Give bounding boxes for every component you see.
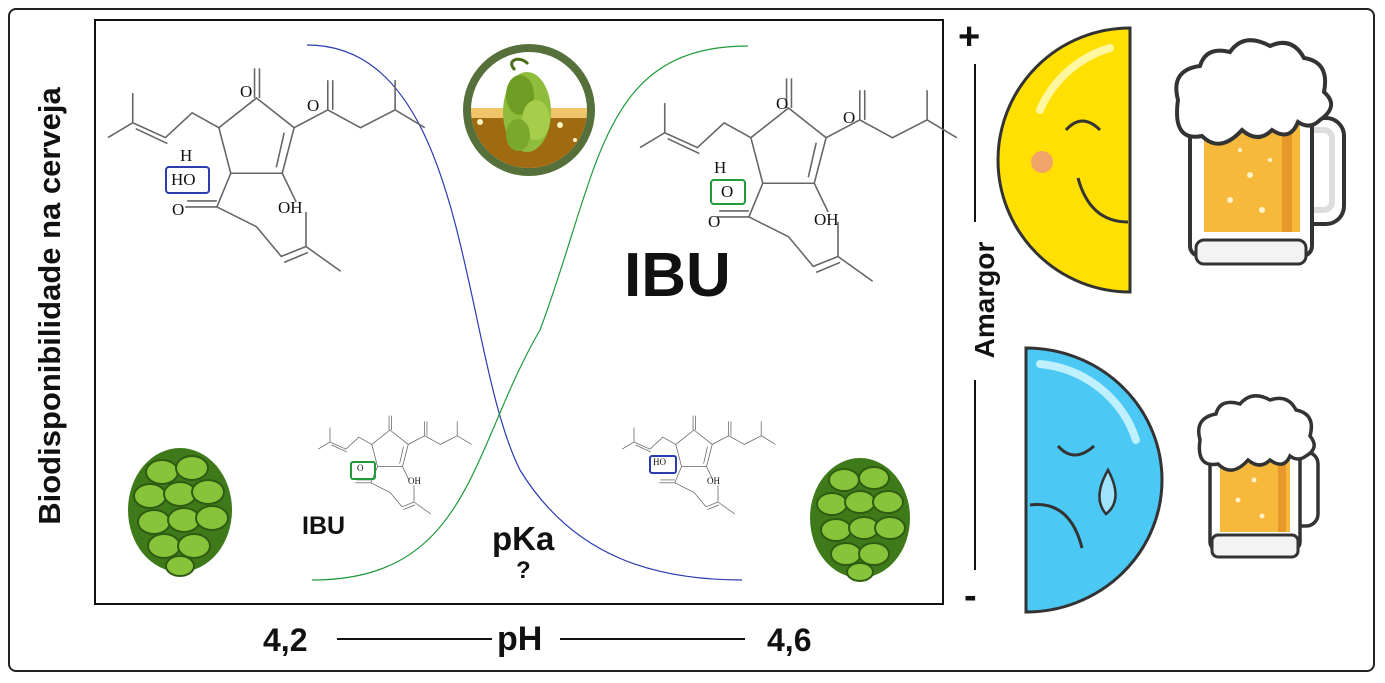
molecule-small-left bbox=[317, 415, 472, 515]
ibu-label-small: IBU bbox=[302, 512, 346, 540]
minus-sign: - bbox=[964, 575, 977, 617]
hop-beer-circle-icon bbox=[463, 44, 595, 176]
hop-cone-right-icon bbox=[810, 458, 910, 582]
atom-o-right-top: O bbox=[776, 94, 789, 113]
atom-oh-left: OH bbox=[278, 198, 303, 217]
figure-frame bbox=[8, 8, 1375, 672]
ph-value-left: 4,2 bbox=[263, 622, 308, 658]
atom-oh-small-left: OH bbox=[408, 476, 421, 486]
ph-value-right: 4,6 bbox=[767, 622, 812, 658]
molecule-small-right bbox=[621, 415, 776, 515]
molecule-left-large bbox=[107, 67, 426, 273]
green-curve bbox=[311, 45, 749, 581]
atom-ominus-right: O bbox=[721, 182, 734, 201]
amargor-label: Amargor bbox=[969, 241, 1000, 359]
ho-highlight-left bbox=[165, 166, 210, 194]
pka-question: ? bbox=[516, 557, 531, 584]
happy-face-icon bbox=[996, 26, 1132, 294]
plus-sign: + bbox=[958, 16, 981, 58]
atom-o-right-acyl: O bbox=[843, 108, 856, 127]
atom-o-left-acyl: O bbox=[307, 96, 320, 115]
beer-mug-small-icon bbox=[1197, 394, 1320, 559]
atom-oh-small-right: OH bbox=[707, 476, 720, 486]
sad-face-icon bbox=[1024, 346, 1164, 614]
atom-ho-small: HO bbox=[653, 457, 666, 467]
ibu-label-large: IBU bbox=[624, 241, 731, 310]
o-highlight-small bbox=[350, 461, 376, 480]
atom-ho-left: HO bbox=[171, 170, 196, 189]
pka-label: pKa bbox=[492, 520, 555, 557]
atom-h-right: H bbox=[714, 158, 727, 177]
atom-o-left-top: O bbox=[240, 82, 253, 101]
blue-curve bbox=[306, 44, 743, 581]
hop-cone-left-icon bbox=[128, 448, 232, 577]
atom-o-left-bottom: O bbox=[172, 200, 185, 219]
beer-mug-large-icon bbox=[1174, 38, 1346, 266]
ho-highlight-small bbox=[649, 455, 677, 474]
atom-o-right-bottom: O bbox=[708, 212, 721, 231]
atom-h-left: H bbox=[180, 146, 193, 165]
atom-ominus-small: O bbox=[357, 463, 364, 473]
atom-oh-right: OH bbox=[814, 210, 839, 229]
o-highlight-right bbox=[710, 179, 746, 205]
ph-axis-label: pH bbox=[497, 620, 543, 658]
